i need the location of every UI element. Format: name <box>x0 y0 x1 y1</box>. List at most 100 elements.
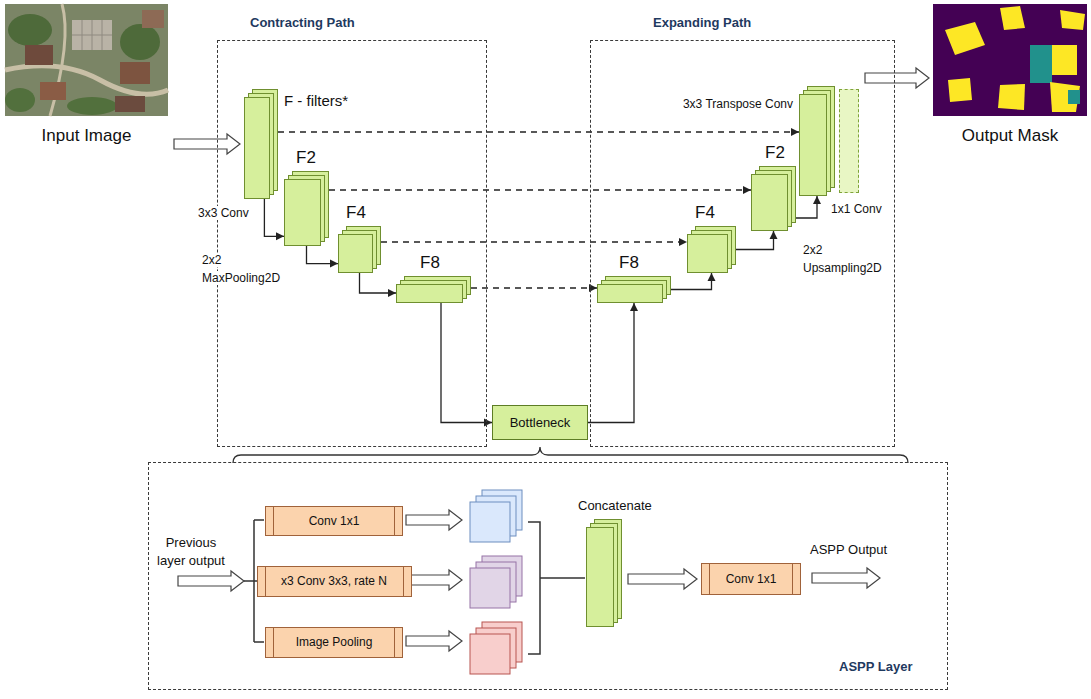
roof <box>142 10 164 28</box>
contracting-region: Contracting PathF - filters*F2F4F8 <box>217 40 487 447</box>
label-holder: 2x2 Upsampling2D <box>803 240 891 276</box>
arrowhead <box>484 419 492 427</box>
box-rule <box>394 507 395 535</box>
output-mask: Output Mask <box>933 4 1087 152</box>
tree-cover <box>120 24 160 60</box>
flow-line <box>307 246 339 264</box>
label-holder: 3x3 Conv <box>198 203 249 221</box>
heading-holder: F8 <box>420 253 440 273</box>
node-heading: Expanding Path <box>653 15 751 30</box>
feature-stack: 3x3 Transpose Conv <box>799 86 835 196</box>
image-ground <box>5 4 168 116</box>
hollow-arrow <box>865 68 929 88</box>
flow-line <box>671 273 712 290</box>
image-caption: Output Mask <box>962 126 1058 145</box>
bottleneck-box: Bottleneck <box>492 405 588 440</box>
box-rule <box>273 628 274 657</box>
box-text: x3 Conv 3x3, rate N <box>281 574 387 588</box>
box-rule <box>403 567 404 596</box>
roof <box>25 45 53 65</box>
arrowhead <box>813 196 821 204</box>
mask-building <box>945 22 985 55</box>
conv-output-bar: 1x1 Conv <box>839 89 859 193</box>
heading-holder: F - filters* <box>284 92 348 110</box>
heading-holder: ASPP Layer <box>839 657 912 675</box>
segmentation-mask <box>933 4 1087 116</box>
arrowhead <box>743 186 751 194</box>
feature-stack: F2 <box>751 166 796 231</box>
box-rule <box>394 628 395 657</box>
node-heading: F4 <box>346 203 366 222</box>
skip-connection <box>471 287 597 288</box>
op-label: 3x3 Conv <box>198 206 249 220</box>
box-text: Image Pooling <box>296 635 373 649</box>
feature-stack: F8 <box>396 276 471 303</box>
mask-building <box>998 84 1025 110</box>
op-label: 2x2 MaxPooling2D <box>202 253 280 285</box>
heading-holder: F2 <box>296 148 316 168</box>
dashed-bar <box>839 89 859 193</box>
tree-cover <box>8 14 52 46</box>
box-rule <box>709 564 710 594</box>
pooling-box: Image Pooling <box>265 627 403 658</box>
arrowhead <box>708 273 716 281</box>
heading-holder: Expanding Path <box>653 13 751 31</box>
feature-map <box>470 634 510 674</box>
box-text: Conv 1x1 <box>309 514 360 528</box>
connector <box>264 199 284 240</box>
conv-box: Conv 1x1 <box>265 506 403 536</box>
flow-line <box>360 273 397 293</box>
flow-line <box>441 303 492 423</box>
feature-map-layer <box>284 179 321 246</box>
mask-building <box>1052 45 1077 75</box>
feature-map-layer <box>244 97 270 199</box>
arrowhead <box>388 289 396 297</box>
feature-map <box>470 502 510 542</box>
connector <box>174 134 240 154</box>
expanding-region: Expanding Path3x3 Transpose Conv1x1 Conv… <box>590 40 895 447</box>
op-label: 2x2 Upsampling2D <box>803 243 882 275</box>
box-rule <box>273 507 274 535</box>
feature-stack: F4 <box>687 226 736 273</box>
input-note: Previous layer output <box>157 535 225 568</box>
label-holder: Previous layer output <box>150 533 232 569</box>
satellite-image <box>5 4 168 116</box>
box-rule <box>265 567 266 596</box>
arrowhead <box>330 260 338 268</box>
connector <box>360 273 397 297</box>
box-rule <box>792 564 793 594</box>
feature-stack: F2 <box>284 171 329 246</box>
node-heading: ASPP Layer <box>839 659 912 674</box>
feature-map-layer <box>751 174 788 231</box>
heading-holder: F4 <box>346 203 366 223</box>
mask-building <box>948 78 972 102</box>
heading-holder: 3x3 Transpose Conv <box>683 94 793 112</box>
conv-box: Conv 1x1 <box>701 563 801 595</box>
brace <box>233 447 908 463</box>
aspp-region: ASPP Layer Conv 1x1 x3 Conv 3x3, rate N Ima… <box>148 462 948 690</box>
caption-holder: Output Mask <box>933 126 1087 146</box>
mask-building <box>1060 10 1085 30</box>
input-image: Input Image <box>5 4 168 152</box>
conv-box: x3 Conv 3x3, rate N <box>257 566 412 597</box>
feature-maps-blue <box>470 490 522 542</box>
node-heading: 1x1 Conv <box>831 202 882 216</box>
node-heading: Concatenate <box>578 498 652 513</box>
arrowhead <box>679 238 687 246</box>
merge-bracket <box>528 522 585 654</box>
node-heading: F2 <box>296 148 316 167</box>
caption-holder: Input Image <box>5 126 168 146</box>
tree-cover <box>5 88 35 112</box>
hollow-arrow <box>406 570 462 590</box>
arrowhead <box>770 231 778 239</box>
heading-holder: Contracting Path <box>250 13 355 31</box>
flow-line <box>588 303 634 423</box>
tree-cover <box>67 97 117 115</box>
node-heading: Contracting Path <box>250 15 355 30</box>
connector <box>278 128 799 136</box>
output-note: ASPP Output <box>810 542 887 557</box>
feature-map-layer <box>687 234 728 273</box>
node-heading: F8 <box>420 253 440 272</box>
